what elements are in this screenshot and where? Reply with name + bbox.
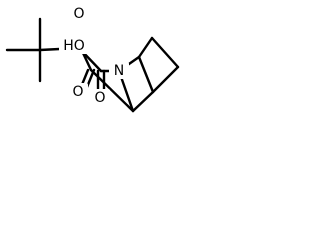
hydroxyl-label-background	[59, 37, 89, 54]
carbonyl-oxygen-left-label: O	[72, 84, 83, 100]
carbonyl-oxygen-left-atom: O	[68, 83, 88, 100]
hydroxyl-label: HO	[63, 38, 85, 54]
ester-oxygen-label: O	[73, 6, 84, 22]
bond-bridgehead-top-to-bottom	[137, 55, 155, 94]
nitrogen-atom: N	[109, 62, 129, 79]
bonds	[5, 17, 180, 113]
ester-oxygen-atom: O	[69, 6, 89, 23]
bond-upper-ring-to-right	[150, 36, 180, 69]
carbonyl-oxygen-left-background	[68, 83, 88, 100]
bond-right-to-bottom	[151, 65, 180, 94]
bond-bridgehead-top-to-upper-ring	[137, 36, 154, 59]
carbonyl-oxygen-right-label: O	[94, 90, 105, 106]
molecule-structure: O HO N O O	[5, 6, 180, 113]
nitrogen-label: N	[114, 63, 124, 79]
carbonyl-oxygen-right-background	[90, 89, 110, 106]
atom-labels: O HO N O O	[59, 6, 129, 106]
hydroxyl-group: HO	[59, 37, 89, 54]
carbonyl-oxygen-right-atom: O	[90, 89, 110, 106]
ester-oxygen-label-background	[69, 6, 89, 23]
nitrogen-label-background	[109, 62, 129, 79]
bond-acid-carbon-to-hydroxyl	[81, 51, 93, 72]
bond-acid-carbon-to-ring	[89, 68, 135, 113]
bond-bottom-to-lower-bridgehead	[131, 90, 155, 113]
